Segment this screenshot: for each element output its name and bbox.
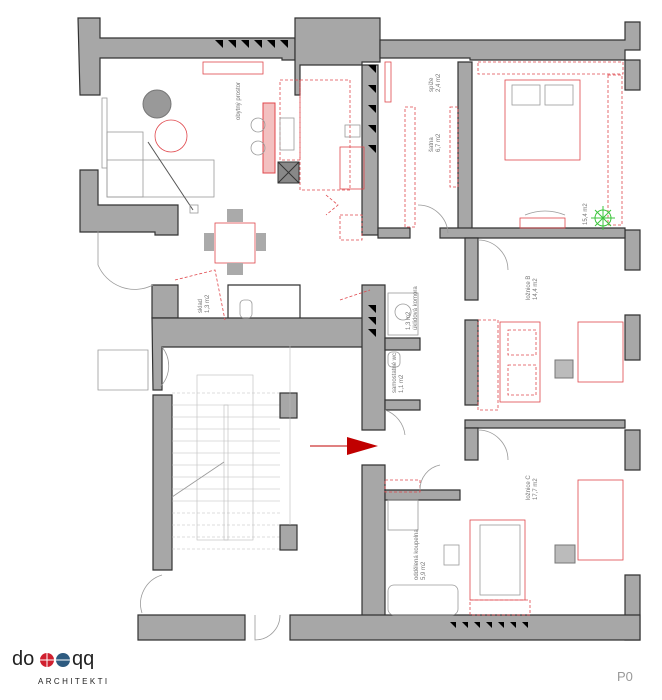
room-label-living: obytný prostor (236, 82, 242, 120)
room-label-pantry: spíže2,4 m2 (429, 73, 442, 92)
doors (97, 230, 281, 641)
room-label-storage: sklad1,3 m2 (198, 294, 211, 313)
bedroom-c-furniture (469, 429, 624, 616)
room-label-bedroom-b: ložnice B14,4 m2 (526, 276, 539, 300)
room-label-wardrobe: šatna6,7 m2 (429, 133, 442, 152)
room-label-wc: samostatné wc1,1 m2 (392, 353, 405, 393)
logo-mark (40, 653, 70, 667)
bedroom-b-furniture (477, 239, 624, 411)
closet-furniture (384, 61, 459, 234)
stair-vents (215, 40, 528, 628)
logo-subtitle: ARCHITEKTI (38, 677, 110, 686)
bedroom-a-furniture (477, 61, 624, 230)
walls (77, 17, 641, 641)
floor-level-label: P0 (617, 669, 633, 684)
bathroom-fixtures (174, 269, 460, 616)
living-room-furniture (101, 61, 365, 275)
room-labels: obytný prostor spíže2,4 m2 šatna6,7 m2 1… (198, 73, 589, 580)
staircase (171, 345, 298, 551)
entrance-arrow-icon (310, 437, 378, 455)
room-label-utility: 1,3 m2úklidová komora (406, 286, 419, 330)
room-label-bathroom: oddělená koupelna5,9 m2 (414, 529, 427, 580)
room-label-bedroom-a: 15,4 m2 (583, 203, 589, 225)
room-label-bedroom-c: ložnice C17,7 m2 (526, 475, 539, 500)
